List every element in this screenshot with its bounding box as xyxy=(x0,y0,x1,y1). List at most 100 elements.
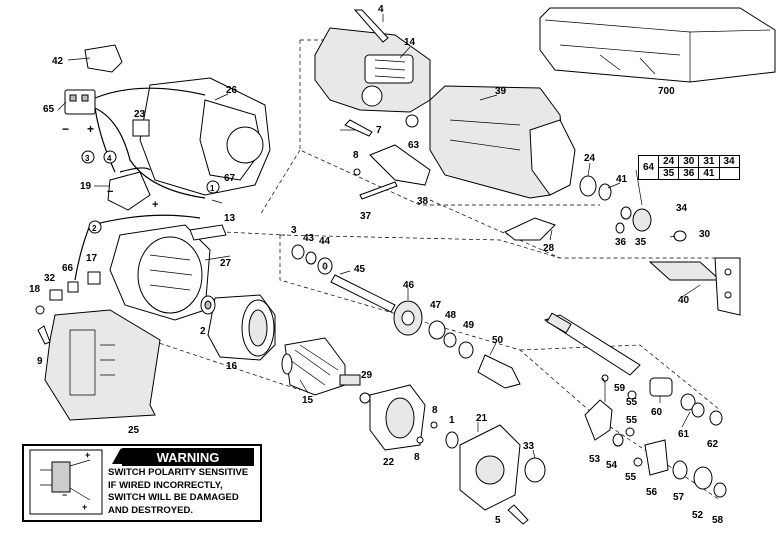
washer-48 xyxy=(443,332,457,348)
label-36: 36 xyxy=(615,237,627,248)
label-47: 47 xyxy=(430,300,442,311)
label-53: 53 xyxy=(589,454,601,465)
module-plus-mark: + xyxy=(152,199,158,211)
label-54: 54 xyxy=(606,460,618,471)
label-17: 17 xyxy=(86,253,98,264)
part-34 xyxy=(632,208,652,232)
label-66: 66 xyxy=(62,263,74,274)
wire-marker-4-text: 4 xyxy=(107,154,112,163)
plunger-59 xyxy=(543,312,641,376)
bearing-57 xyxy=(672,460,688,480)
switch-plus-mark: + xyxy=(87,122,94,136)
screw-4 xyxy=(353,9,389,43)
label-15: 15 xyxy=(302,395,314,406)
label-55b: 55 xyxy=(626,415,638,426)
screw-18 xyxy=(35,305,45,315)
warning-line-4: AND DESTROYED. xyxy=(108,504,193,516)
warning-plus-bottom: + xyxy=(82,502,87,512)
label-50: 50 xyxy=(492,335,504,346)
label-62: 62 xyxy=(707,439,719,450)
label-34: 34 xyxy=(676,203,688,214)
screw-8c xyxy=(416,436,424,444)
label-59: 59 xyxy=(614,383,626,394)
label-39: 39 xyxy=(495,86,507,97)
label-60: 60 xyxy=(651,407,663,418)
screw-8a xyxy=(353,168,361,176)
warning-line-2: IF WIRED INCORRECTLY, xyxy=(108,479,223,491)
label-18: 18 xyxy=(29,284,41,295)
reference-table: 64 24 30 31 34 35 36 41 xyxy=(637,155,740,180)
switch-65 xyxy=(64,89,96,115)
brush-17 xyxy=(87,271,101,285)
bearing-1b xyxy=(445,431,459,449)
bearing-63 xyxy=(405,114,419,128)
warning-line-3: SWITCH WILL BE DAMAGED xyxy=(108,492,239,503)
part-35 xyxy=(620,206,632,220)
washer-47 xyxy=(428,320,446,340)
insulator-13 xyxy=(189,224,227,241)
label-7: 7 xyxy=(376,125,382,136)
label-52: 52 xyxy=(692,510,704,521)
carrying-case-700 xyxy=(539,7,776,83)
gear-46 xyxy=(393,300,423,336)
bearing-52 xyxy=(693,466,713,490)
label-28: 28 xyxy=(543,243,555,254)
label-27: 27 xyxy=(220,258,232,269)
ring-61a xyxy=(680,393,696,411)
label-38: 38 xyxy=(417,196,429,207)
gear-housing-cover-14 xyxy=(314,27,431,113)
label-5: 5 xyxy=(495,515,501,526)
label-40: 40 xyxy=(678,295,690,306)
label-57: 57 xyxy=(673,492,685,503)
label-1b: 1 xyxy=(449,415,455,426)
screw-7 xyxy=(344,119,373,137)
screw-55c xyxy=(633,457,643,467)
ring-22 xyxy=(369,384,426,451)
label-45: 45 xyxy=(354,264,366,275)
label-32: 32 xyxy=(44,273,56,284)
wire-marker-3 xyxy=(81,150,95,164)
field-coil-16 xyxy=(207,294,276,361)
motor-housing-27 xyxy=(109,224,211,321)
bearing-2 xyxy=(200,295,216,315)
label-24: 24 xyxy=(584,153,596,164)
label-23 xyxy=(132,119,150,137)
wire-marker-4 xyxy=(103,150,117,164)
brush-32 xyxy=(49,289,63,301)
switch-module-19 xyxy=(107,171,151,211)
shaft-45 xyxy=(330,274,396,313)
main-housing-39 xyxy=(429,85,576,199)
label-700: 700 xyxy=(658,86,675,97)
warning-plus-top: + xyxy=(85,450,90,460)
label-42: 42 xyxy=(52,56,64,67)
screw-5 xyxy=(507,504,529,525)
warning-line-1: SWITCH POLARITY SENSITIVE xyxy=(108,467,249,478)
label-55c: 55 xyxy=(625,472,637,483)
label-8c: 8 xyxy=(414,452,420,463)
label-61: 61 xyxy=(678,429,690,440)
wire-marker-2 xyxy=(88,220,102,234)
label-25: 25 xyxy=(128,425,140,436)
label-35: 35 xyxy=(635,237,647,248)
label-23: 23 xyxy=(134,109,146,120)
label-14: 14 xyxy=(404,37,416,48)
label-44: 44 xyxy=(319,236,331,247)
screw-9 xyxy=(37,325,51,345)
screw-55a xyxy=(627,390,637,400)
warning-heading: WARNING xyxy=(122,448,254,466)
label-46: 46 xyxy=(403,280,415,291)
handle-housing-26 xyxy=(139,77,271,196)
rear-handle-25 xyxy=(44,309,161,421)
label-22: 22 xyxy=(383,457,395,468)
label-63: 63 xyxy=(408,140,420,151)
ring-62 xyxy=(709,410,723,426)
bracket-38 xyxy=(369,144,431,186)
nut-58 xyxy=(713,482,727,498)
screw-55b xyxy=(625,427,635,437)
label-33: 33 xyxy=(523,441,535,452)
label-4: 4 xyxy=(378,4,384,15)
label-2b: 2 xyxy=(200,326,206,337)
pin-37 xyxy=(359,181,398,200)
